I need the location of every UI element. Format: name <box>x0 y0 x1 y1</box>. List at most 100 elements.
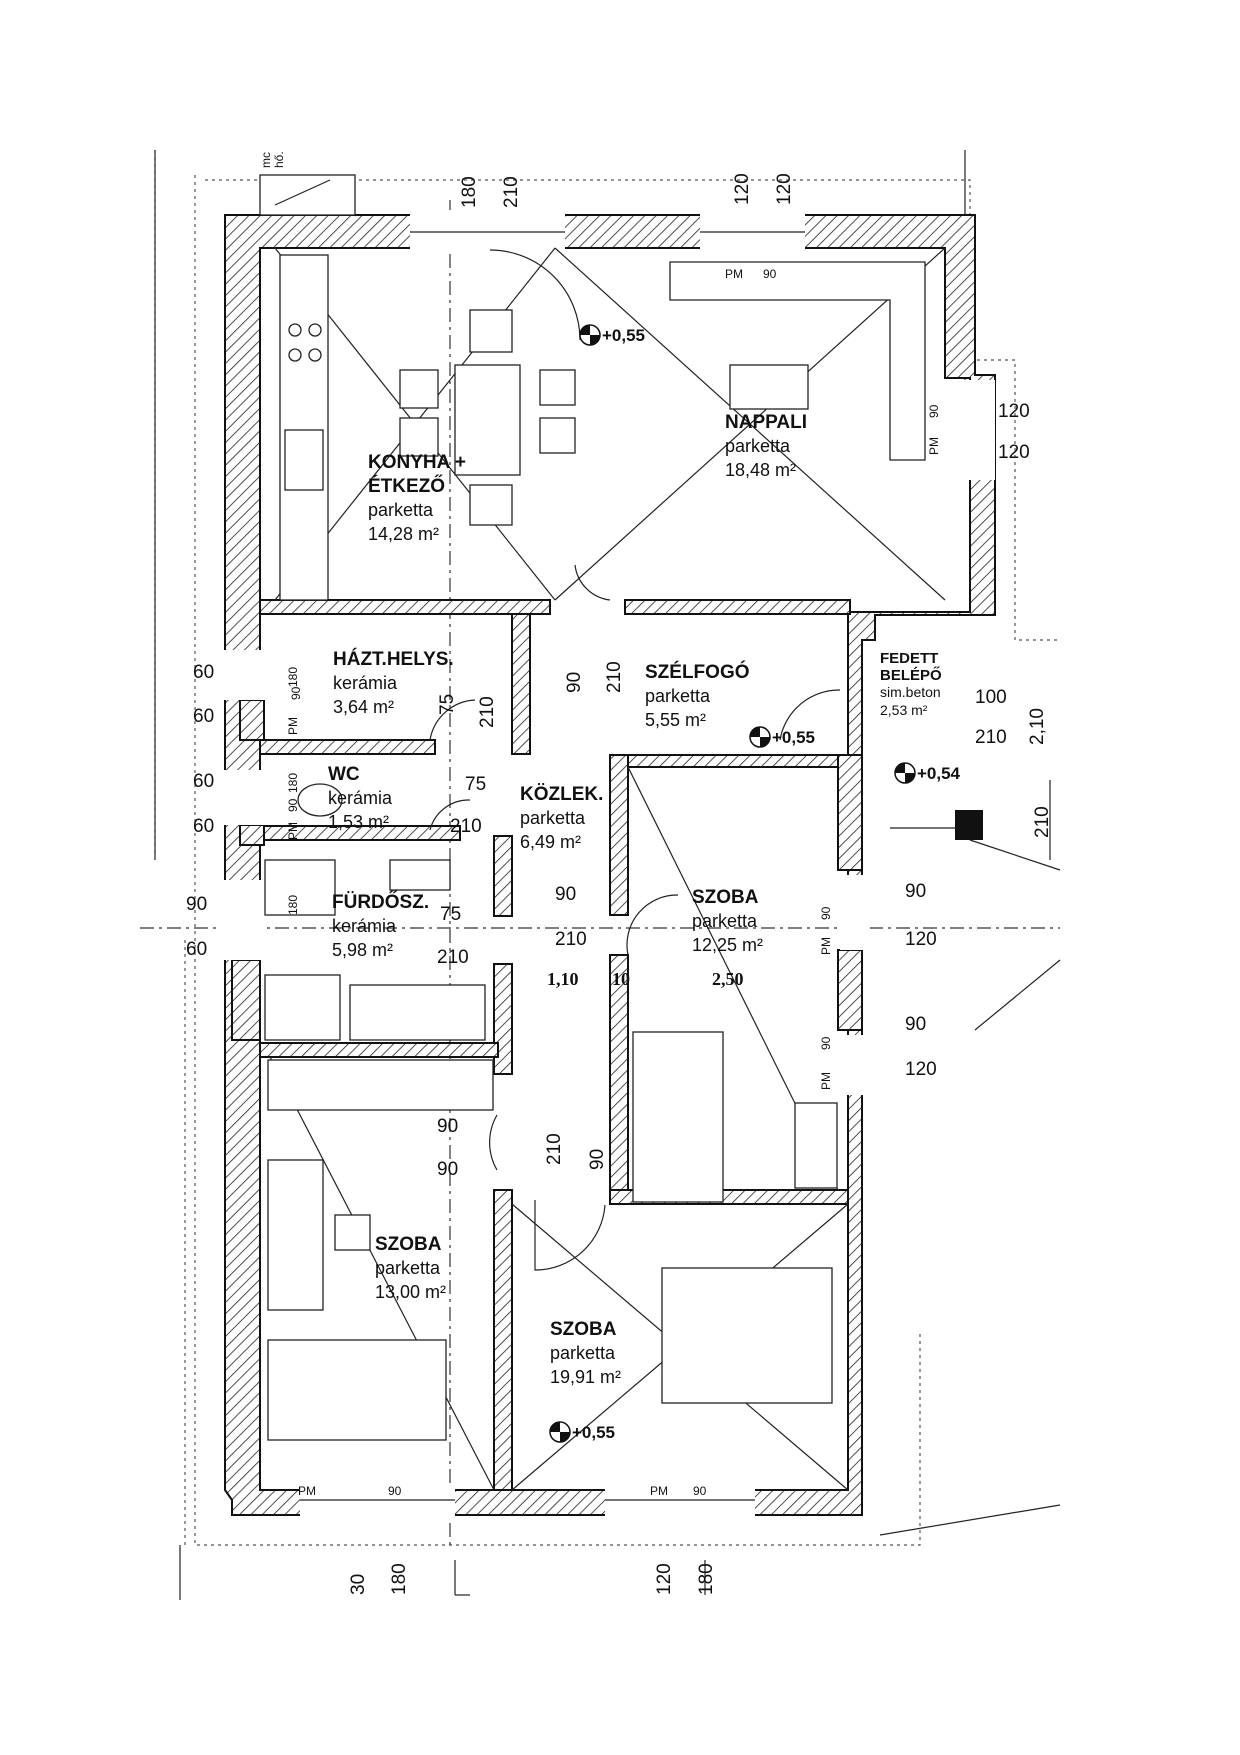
dimension-label: 120 <box>905 929 937 950</box>
dimension-label: 75 <box>440 904 461 925</box>
dimension-label: 120 <box>654 1563 675 1595</box>
dimension-label: 120 <box>905 1059 937 1080</box>
dimension-label: 60 <box>193 662 214 683</box>
room-labels: KONYHA +ÉTKEZŐ parketta 14,28 m² NAPPALI par… <box>328 412 942 1387</box>
door-swings <box>429 249 841 1271</box>
window-label: PM <box>650 1484 668 1498</box>
dimension-label: 90 <box>905 881 926 902</box>
axis-lines <box>140 200 1060 1545</box>
room-area: 14,28 m² <box>368 524 439 544</box>
dimension-label: 180 <box>286 667 300 687</box>
window-label: PM <box>286 822 300 840</box>
dimension-label: 120 <box>998 401 1030 422</box>
room-area: 3,64 m² <box>333 697 394 717</box>
room-label: WC kerámia 1,53 m² <box>328 764 393 832</box>
room-floor: parketta <box>725 436 791 456</box>
room-floor: kerámia <box>333 673 398 693</box>
dimension-label: 210 <box>544 1133 565 1165</box>
dimension-label: 210 <box>477 696 498 728</box>
dimension-label: 2,10 <box>1027 708 1048 745</box>
room-name: SZOBA <box>375 1234 442 1255</box>
window-label: 90 <box>289 686 303 700</box>
entrance-step <box>890 810 1061 871</box>
dimension-label: 120 <box>732 173 753 205</box>
misc-labels: mc hő. <box>259 151 356 216</box>
room-name: NAPPALI <box>725 412 807 433</box>
window-label: 90 <box>286 798 300 812</box>
room-name: SZOBA <box>550 1319 617 1340</box>
room-name: FEDETT <box>880 650 938 667</box>
dimension-label: 10 <box>612 969 630 989</box>
level-marker: +0,54 <box>894 762 961 784</box>
room-name: ÉTKEZŐ <box>368 475 445 497</box>
dimension-label: 180 <box>286 895 300 915</box>
room-floor: parketta <box>692 911 758 931</box>
room-floor: parketta <box>550 1343 616 1363</box>
misc-label-mc: mc <box>259 152 273 168</box>
level-value: +0,55 <box>602 326 645 345</box>
dimension-label: 100 <box>975 687 1007 708</box>
openings <box>220 210 995 1518</box>
level-fill-icon <box>895 763 915 783</box>
room-area: 5,98 m² <box>332 940 393 960</box>
level-markers: +0,55 +0,55 +0,54 +0,55 <box>549 324 961 1443</box>
dimension-label: 180 <box>459 176 480 208</box>
window-label: 90 <box>819 906 833 920</box>
level-marker: +0,55 <box>749 726 815 748</box>
misc-label-ho: hő. <box>272 151 286 168</box>
dimension-label: 210 <box>501 176 522 208</box>
level-marker: +0,55 <box>549 1421 615 1443</box>
room-label: FÜRDŐSZ. kerámia 5,98 m² <box>332 891 429 960</box>
room-name: KÖZLEK. <box>520 784 603 805</box>
window-label: PM <box>286 717 300 735</box>
room-floor: parketta <box>368 500 434 520</box>
dimension-label: 90 <box>186 894 207 915</box>
dimension-label: 75 <box>437 694 458 715</box>
dimension-label: 180 <box>286 773 300 793</box>
room-label: KONYHA +ÉTKEZŐ parketta 14,28 m² <box>368 452 466 544</box>
room-area: 13,00 m² <box>375 1282 446 1302</box>
dimension-label: 120 <box>998 442 1030 463</box>
window-label: PM <box>819 937 833 955</box>
level-marker: +0,55 <box>579 324 645 346</box>
level-value: +0,55 <box>772 728 815 747</box>
room-name: SZOBA <box>692 887 759 908</box>
furniture <box>264 254 926 1441</box>
room-name: KONYHA + <box>368 452 466 473</box>
room-area: 1,53 m² <box>328 812 389 832</box>
dimension-label: 90 <box>555 884 576 905</box>
dimension-labels: 180 210 120 120 120 120 180 60 60 75 210 90 210 100 21… <box>186 173 1053 1595</box>
dimension-label: 210 <box>437 947 469 968</box>
level-value: +0,55 <box>572 1423 615 1442</box>
room-area: 2,53 m² <box>880 702 928 718</box>
room-floor: parketta <box>375 1258 441 1278</box>
dimension-label: 90 <box>437 1159 458 1180</box>
room-name: FÜRDŐSZ. <box>332 891 429 913</box>
dimension-label: 30 <box>348 1574 369 1595</box>
dimension-label: 60 <box>193 706 214 727</box>
room-floor: kerámia <box>328 788 393 808</box>
room-name: SZÉLFOGÓ <box>645 661 750 683</box>
site-outline <box>154 150 1061 1600</box>
dimension-label: 210 <box>1032 806 1053 838</box>
window-label: 90 <box>693 1484 707 1498</box>
window-label: PM <box>725 267 743 281</box>
window-label: 90 <box>927 404 941 418</box>
dimension-label: 210 <box>975 727 1007 748</box>
window-label: PM <box>298 1484 316 1498</box>
dimension-label: 90 <box>905 1014 926 1035</box>
window-label: 90 <box>388 1484 402 1498</box>
dimension-label: 90 <box>587 1149 608 1170</box>
level-fill-icon <box>580 325 600 345</box>
room-name: WC <box>328 764 360 785</box>
level-fill-icon <box>750 727 770 747</box>
dimension-label: 90 <box>564 672 585 693</box>
dimension-label: 60 <box>193 771 214 792</box>
room-floor: kerámia <box>332 916 397 936</box>
room-area: 6,49 m² <box>520 832 581 852</box>
